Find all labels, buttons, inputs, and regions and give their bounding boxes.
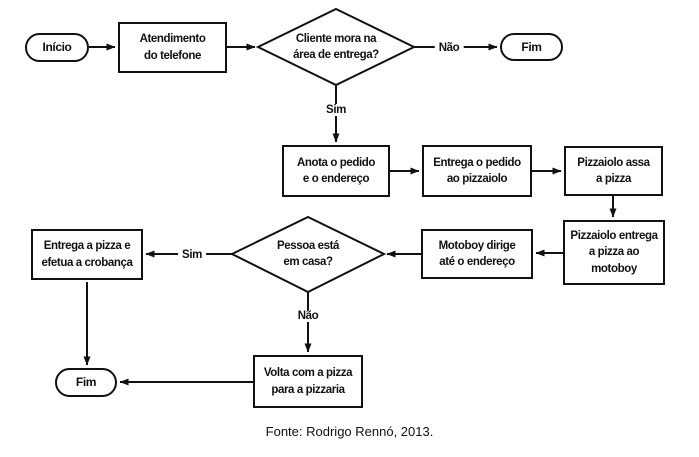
node-decision-person-home-label: Pessoa está em casa? [276, 239, 340, 268]
edge-label-decision2-yes: Sim [178, 249, 206, 261]
node-process-entrega-pedido-pizzaiolo: Entrega o pedido ao pizzaiolo [422, 145, 532, 197]
source-caption: Fonte: Rodrigo Rennó, 2013. [265, 424, 434, 439]
node-start-inicio: Início [25, 33, 89, 62]
node-process-volta-pizzaria: Volta com a pizza para a pizzaria [253, 355, 363, 408]
node-process-pizzaiolo-assa: Pizzaiolo assa a pizza [564, 146, 663, 196]
node-process-motoboy-dirige: Motoboy dirige até o endereço [421, 229, 533, 279]
node-process-pizzaiolo-entrega-motoboy: Pizzaiolo entrega a pizza ao motoboy [563, 220, 665, 285]
edge-label-decision1-yes: Sim [322, 104, 350, 116]
node-process-anota-pedido: Anota o pedido e o endereço [282, 145, 390, 197]
node-end-fim-top: Fim [500, 33, 563, 61]
node-process-entrega-pizza-cobranca: Entrega a pizza e efetua a crobança [31, 229, 143, 280]
node-decision-delivery-area-label: Cliente mora na área de entrega? [293, 32, 379, 61]
node-end-fim-bottom: Fim [55, 368, 117, 397]
edge-label-decision1-no: Não [434, 42, 464, 54]
edge-label-decision2-no: Não [293, 310, 323, 322]
node-process-atendimento-telefone: Atendimento do telefone [118, 22, 227, 73]
